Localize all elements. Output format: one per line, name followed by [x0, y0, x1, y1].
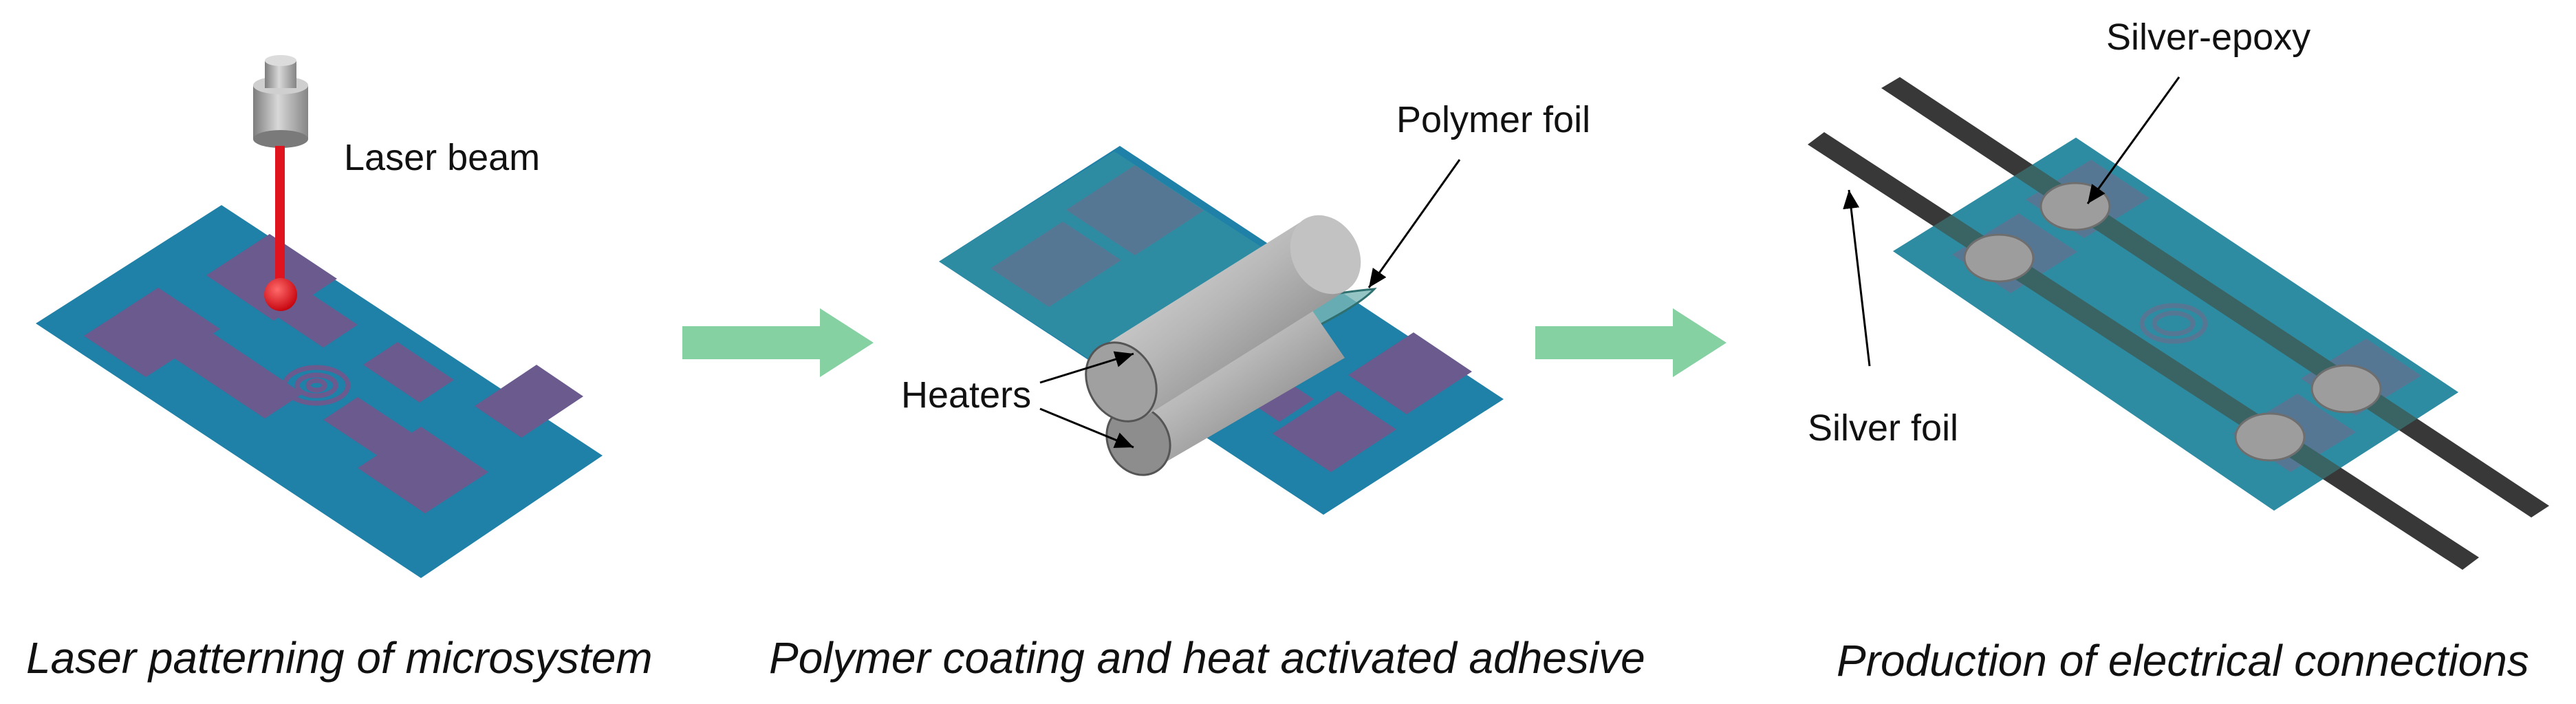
- laser-spot: [264, 278, 297, 311]
- pointer-line: [2086, 76, 2180, 204]
- silver-foil-strip: [1881, 77, 2549, 518]
- process-arrow: [682, 308, 874, 377]
- label-polymer-foil: Polymer foil: [1396, 99, 1590, 140]
- pointer-line: [1039, 407, 1134, 449]
- label-heaters: Heaters: [901, 374, 1031, 416]
- polymer-foil: [1893, 138, 2458, 511]
- label-silver-foil: Silver foil: [1808, 407, 1958, 449]
- contact-pad: [475, 365, 583, 438]
- trace: [323, 397, 426, 465]
- panel-polymer-coating: Polymer foil Heaters Polymer coating and…: [769, 99, 1645, 683]
- process-arrow: [1535, 308, 1727, 377]
- trace: [363, 342, 454, 403]
- heater-roller: [1105, 303, 1345, 476]
- panel-laser-patterning: Laser beam Laser patterning of microsyst…: [26, 55, 653, 683]
- pointer-line: [1843, 189, 1871, 367]
- sensor-coil: [282, 365, 351, 406]
- contact-pad: [84, 288, 220, 377]
- label-laser-beam: Laser beam: [344, 137, 540, 178]
- caption-polymer-coating: Polymer coating and heat activated adhes…: [769, 633, 1645, 683]
- laser-head: [253, 55, 308, 148]
- pointer-line: [1367, 159, 1461, 288]
- contact-pad: [1348, 332, 1472, 414]
- caption-electrical-connections: Production of electrical connections: [1837, 636, 2529, 685]
- label-silver-epoxy: Silver-epoxy: [2106, 17, 2310, 58]
- panel-electrical-connections: Silver-epoxy Silver foil Production of e…: [1808, 17, 2549, 685]
- sensor-coil: [2139, 303, 2208, 344]
- caption-laser-patterning: Laser patterning of microsystem: [26, 633, 653, 683]
- trace: [169, 329, 303, 418]
- contact-pad: [1066, 165, 1204, 255]
- heater-roller: [1085, 215, 1361, 423]
- silver-epoxy-dots: [1963, 182, 2382, 462]
- pointer-line: [1039, 351, 1134, 384]
- contact-pad: [991, 222, 1121, 307]
- laser-beam: [275, 146, 285, 293]
- contact-pad: [1273, 391, 1396, 472]
